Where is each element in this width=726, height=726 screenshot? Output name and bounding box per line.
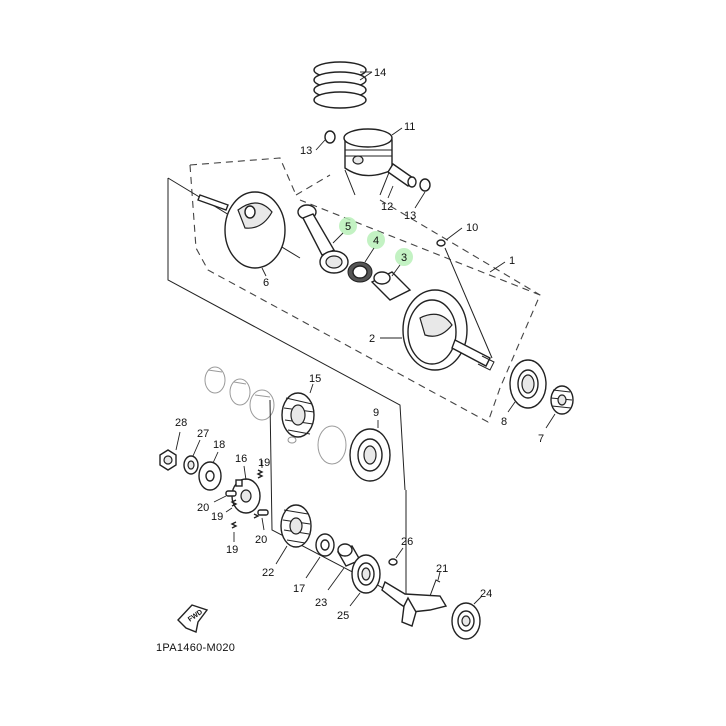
callout-22: 22 — [262, 567, 274, 579]
callout-19-bottom: 19 — [226, 544, 238, 556]
piston-rings — [313, 61, 367, 109]
bearing-right — [509, 359, 547, 409]
spring-19-bottom — [230, 521, 238, 529]
diagram-code: 1PA1460-M020 — [156, 642, 235, 654]
primary-drive-gear — [550, 385, 574, 415]
crank-pin — [370, 271, 412, 301]
forward-arrow-icon: FWD — [177, 604, 209, 633]
nut — [159, 449, 177, 471]
callout-13-right: 13 — [404, 210, 416, 222]
bearing-25 — [351, 554, 381, 594]
callout-28: 28 — [175, 417, 187, 429]
cam-hub — [231, 478, 261, 514]
gear-15 — [281, 392, 315, 438]
callout-15: 15 — [309, 373, 321, 385]
callout-10: 10 — [466, 222, 478, 234]
callout-27: 27 — [197, 428, 209, 440]
callout-20-right: 20 — [255, 534, 267, 546]
circlip-right — [419, 178, 431, 192]
callout-9: 9 — [373, 407, 379, 419]
callout-2: 2 — [369, 333, 375, 345]
callout-11: 11 — [404, 121, 415, 133]
lock-washer — [183, 455, 199, 475]
connecting-rod — [297, 204, 349, 274]
circlip-left — [324, 130, 336, 144]
callout-12: 12 — [381, 201, 393, 213]
spring-19-top — [256, 469, 264, 479]
crank-right — [402, 289, 495, 371]
pin-20-left — [225, 490, 237, 497]
callout-6: 6 — [263, 277, 269, 289]
callout-14: 14 — [374, 67, 386, 79]
ghost-gears — [204, 366, 275, 421]
callout-19-middle: 19 — [211, 511, 223, 523]
thrust-washer — [315, 533, 335, 557]
piston-pin — [387, 163, 417, 188]
woodruff-key — [436, 239, 446, 247]
pin-20-right — [253, 509, 269, 519]
callout-16: 16 — [235, 453, 247, 465]
ghost-gear-right — [317, 425, 347, 465]
bearing-9 — [349, 428, 391, 482]
callout-13-left: 13 — [300, 145, 312, 157]
callout-17: 17 — [293, 583, 305, 595]
spring-19-middle — [230, 499, 238, 507]
needle-bearing — [347, 261, 373, 283]
callout-26: 26 — [401, 536, 413, 548]
callout-1: 1 — [509, 255, 515, 267]
plate-washer — [198, 461, 222, 491]
callout-7: 7 — [538, 433, 544, 445]
piston — [343, 128, 393, 177]
key-26 — [388, 558, 398, 566]
callout-21: 21 — [436, 563, 448, 575]
bearing-24 — [451, 602, 481, 640]
callout-25: 25 — [337, 610, 349, 622]
callout-4: 4 — [373, 235, 379, 247]
callout-5: 5 — [345, 221, 351, 233]
callout-20-left: 20 — [197, 502, 209, 514]
crank-left — [197, 191, 286, 269]
assembly-outline-upper — [295, 174, 541, 296]
callout-24: 24 — [480, 588, 492, 600]
gear-22 — [280, 504, 312, 548]
kick-axle — [381, 579, 448, 627]
callout-18: 18 — [213, 439, 225, 451]
collar — [337, 543, 361, 567]
callout-23: 23 — [315, 597, 327, 609]
callout-19-top: 19 — [258, 457, 270, 469]
callout-8: 8 — [501, 416, 507, 428]
callout-3: 3 — [401, 252, 407, 264]
